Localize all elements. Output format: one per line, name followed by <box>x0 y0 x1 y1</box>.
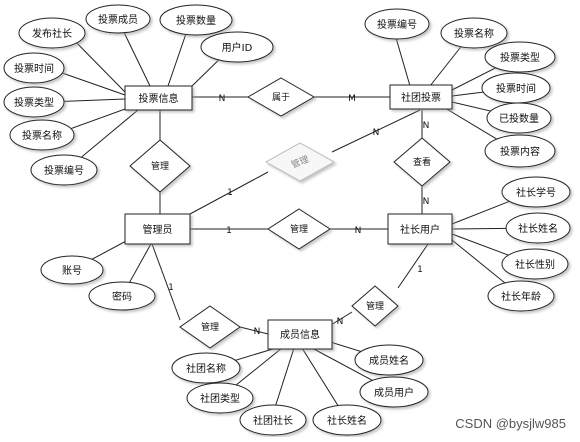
attr-club-vote-time[interactable]: 投票时间 <box>481 72 551 104</box>
relationship-manage-member[interactable]: 管理 <box>179 305 241 349</box>
attr-vote-info-members[interactable]: 投票成员 <box>85 4 151 34</box>
attr-admin-password-label: 密码 <box>112 290 132 303</box>
attr-member-name[interactable]: 成员姓名 <box>354 344 424 376</box>
card-leader-member-member: N <box>337 317 344 327</box>
attr-member-club-name[interactable]: 社团名称 <box>171 352 241 384</box>
attr-admin-account[interactable]: 账号 <box>40 255 104 285</box>
attr-vote-info-user-id-label: 用户ID <box>222 41 253 54</box>
entity-admin[interactable]: 管理员 <box>124 213 191 245</box>
attr-leader-gender-label: 社长性别 <box>515 258 555 271</box>
attr-vote-info-publisher-label: 发布社长 <box>32 27 72 40</box>
attr-vote-info-user-id[interactable]: 用户ID <box>200 31 274 63</box>
attr-vote-info-name[interactable]: 投票名称 <box>9 119 75 151</box>
attr-vote-info-id[interactable]: 投票编号 <box>30 154 98 186</box>
attr-club-vote-id[interactable]: 投票编号 <box>364 8 430 40</box>
attr-member-club-name-label: 社团名称 <box>186 362 226 375</box>
relationship-belongs-label: 属于 <box>272 92 290 103</box>
relationship-view-label: 查看 <box>413 156 431 168</box>
attr-vote-info-members-label: 投票成员 <box>98 13 138 26</box>
card-belongs-right: M <box>348 94 356 104</box>
attr-club-vote-id-label: 投票编号 <box>377 18 417 31</box>
attr-vote-info-count-label: 投票数量 <box>176 14 216 27</box>
attr-vote-info-time[interactable]: 投票时间 <box>3 52 65 84</box>
attr-club-vote-voted[interactable]: 已投数量 <box>486 102 552 134</box>
attr-vote-info-type[interactable]: 投票类型 <box>3 86 65 118</box>
attr-admin-password[interactable]: 密码 <box>88 281 156 311</box>
cardinality-labels: N M N N 1 N 1 N 1 N N 1 <box>168 94 429 337</box>
relationship-manage-vote-info-label: 管理 <box>151 160 169 172</box>
attr-leader-age[interactable]: 社长年龄 <box>487 280 555 312</box>
attr-leader-name-label: 社长姓名 <box>518 222 558 235</box>
card-admin-clubvote-vote: N <box>373 128 380 138</box>
attr-club-vote-voted-label: 已投数量 <box>499 112 539 125</box>
card-admin-leader-leader: N <box>355 226 362 236</box>
attr-member-user[interactable]: 成员用户 <box>359 376 429 408</box>
relationship-manage-vote-info[interactable]: 管理 <box>129 139 191 193</box>
entity-vote-info[interactable]: 投票信息 <box>124 85 193 111</box>
relationship-manage-member-label: 管理 <box>201 321 219 333</box>
relationship-manage-leader-label: 管理 <box>290 223 308 235</box>
card-admin-clubvote-admin: 1 <box>227 188 233 198</box>
attr-member-name-label: 成员姓名 <box>369 354 409 367</box>
attr-leader-age-label: 社长年龄 <box>501 290 541 303</box>
attr-vote-info-name-label: 投票名称 <box>22 129 62 142</box>
attr-member-club-type[interactable]: 社团类型 <box>186 382 254 414</box>
entity-member-info[interactable]: 成员信息 <box>267 319 333 350</box>
watermark: CSDN @bysjlw985 <box>455 416 566 431</box>
card-leader-member-leader: 1 <box>417 265 423 275</box>
relationship-belongs[interactable]: 属于 <box>246 77 316 117</box>
entity-vote-info-label: 投票信息 <box>139 92 179 105</box>
attr-member-club-leader[interactable]: 社团社长 <box>239 404 307 436</box>
entity-leader-user[interactable]: 社长用户 <box>387 213 453 245</box>
relationship-view[interactable]: 查看 <box>393 137 451 187</box>
entity-club-vote-label: 社团投票 <box>401 91 441 104</box>
attr-vote-info-type-label: 投票类型 <box>14 96 54 109</box>
attr-club-vote-content-label: 投票内容 <box>500 145 540 158</box>
attr-leader-gender[interactable]: 社长性别 <box>501 248 569 280</box>
relationship-manage-member-leader-label: 管理 <box>366 300 384 312</box>
attr-leader-name[interactable]: 社长姓名 <box>505 212 571 244</box>
attr-vote-info-id-label: 投票编号 <box>44 164 84 177</box>
attr-club-vote-content[interactable]: 投票内容 <box>484 134 556 168</box>
attr-member-club-leader-label: 社团社长 <box>253 414 293 427</box>
attr-member-leader-name[interactable]: 社长姓名 <box>312 404 382 436</box>
attr-vote-info-publisher[interactable]: 发布社长 <box>18 17 86 49</box>
attr-club-vote-name-label: 投票名称 <box>454 27 494 40</box>
attr-member-user-label: 成员用户 <box>374 386 414 399</box>
card-view-bottom: N <box>423 197 430 207</box>
relationship-manage-club-vote[interactable]: 管理 <box>264 142 336 182</box>
relationship-manage-leader[interactable]: 管理 <box>267 208 331 250</box>
attr-member-club-type-label: 社团类型 <box>200 392 240 405</box>
attr-vote-info-time-label: 投票时间 <box>14 62 54 75</box>
attr-club-vote-time-label: 投票时间 <box>496 82 536 95</box>
attr-leader-student-id[interactable]: 社长学号 <box>501 176 571 208</box>
attr-club-vote-type-label: 投票类型 <box>500 51 540 64</box>
card-admin-leader-admin: 1 <box>226 226 232 236</box>
entity-leader-user-label: 社长用户 <box>400 223 440 236</box>
attr-club-vote-type[interactable]: 投票类型 <box>484 41 556 73</box>
attr-admin-account-label: 账号 <box>62 265 82 277</box>
card-admin-member-member: N <box>254 327 261 337</box>
attr-vote-info-count[interactable]: 投票数量 <box>159 4 233 36</box>
relationship-manage-member-leader[interactable]: 管理 <box>351 285 399 327</box>
entity-member-info-label: 成员信息 <box>280 328 320 341</box>
entity-club-vote[interactable]: 社团投票 <box>389 84 453 110</box>
attr-leader-student-id-label: 社长学号 <box>516 186 556 199</box>
attr-club-vote-name[interactable]: 投票名称 <box>440 17 508 49</box>
entity-admin-label: 管理员 <box>143 223 173 236</box>
card-view-top: N <box>423 121 430 131</box>
card-admin-member-admin: 1 <box>168 283 174 293</box>
attr-member-leader-name-label: 社长姓名 <box>327 414 367 427</box>
card-belongs-left: N <box>219 94 226 104</box>
